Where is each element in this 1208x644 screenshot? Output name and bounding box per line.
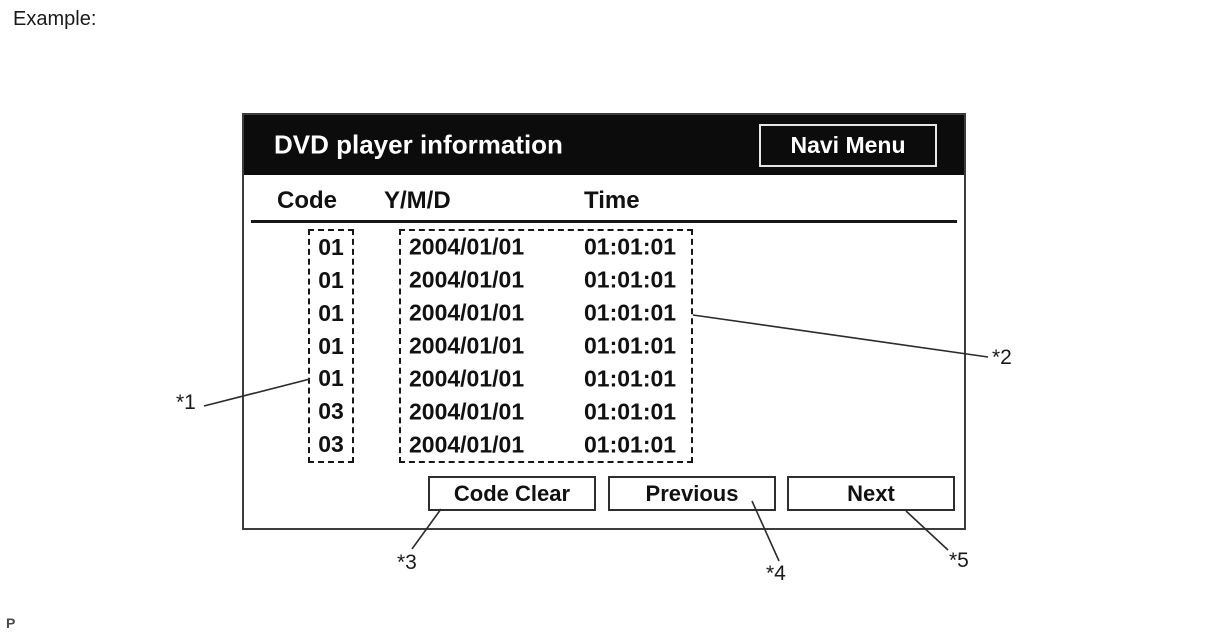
column-header-ymd: Y/M/D — [384, 187, 451, 214]
next-button[interactable]: Next — [787, 476, 955, 511]
date-value: 2004/01/01 — [409, 332, 525, 359]
date-value: 2004/01/01 — [409, 233, 525, 260]
screen-body: Code Y/M/D Time 01 01 01 01 01 03 03 200… — [244, 175, 964, 528]
code-value: 01 — [318, 365, 344, 392]
time-value: 01:01:01 — [584, 299, 677, 326]
callout-label-2: *2 — [992, 346, 1012, 369]
callout-label-5: *5 — [949, 549, 969, 572]
table-row: 2004/01/01 01:01:01 — [401, 231, 691, 264]
time-value: 01:01:01 — [584, 233, 677, 260]
table-row: 2004/01/01 01:01:01 — [401, 362, 691, 395]
code-value: 03 — [318, 431, 344, 458]
code-value: 03 — [318, 398, 344, 425]
column-header-time: Time — [584, 187, 640, 214]
table-row: 2004/01/01 01:01:01 — [401, 330, 691, 363]
code-value: 01 — [318, 299, 344, 326]
table-row: 2004/01/01 01:01:01 — [401, 428, 691, 461]
code-value: 01 — [318, 233, 344, 260]
table-row: 2004/01/01 01:01:01 — [401, 395, 691, 428]
time-value: 01:01:01 — [584, 398, 677, 425]
code-value: 01 — [318, 332, 344, 359]
code-value: 01 — [318, 266, 344, 293]
table-row: 2004/01/01 01:01:01 — [401, 297, 691, 330]
callout-label-3: *3 — [397, 551, 417, 574]
datetime-column-dashed-box: 2004/01/01 01:01:01 2004/01/01 01:01:01 … — [399, 229, 693, 463]
example-label: Example: — [13, 8, 97, 30]
time-value: 01:01:01 — [584, 266, 677, 293]
code-column-dashed-box: 01 01 01 01 01 03 03 — [308, 229, 354, 463]
code-clear-button[interactable]: Code Clear — [428, 476, 596, 511]
screen-title: DVD player information — [274, 129, 563, 160]
time-value: 01:01:01 — [584, 431, 677, 458]
date-value: 2004/01/01 — [409, 398, 525, 425]
callout-label-1: *1 — [176, 391, 196, 414]
previous-button[interactable]: Previous — [608, 476, 776, 511]
header-divider — [251, 220, 957, 223]
date-value: 2004/01/01 — [409, 266, 525, 293]
time-value: 01:01:01 — [584, 365, 677, 392]
date-value: 2004/01/01 — [409, 365, 525, 392]
title-bar: DVD player information Navi Menu — [244, 115, 964, 175]
column-header-code: Code — [277, 187, 337, 214]
dvd-player-information-screen: DVD player information Navi Menu Code Y/… — [242, 113, 966, 530]
table-row: 2004/01/01 01:01:01 — [401, 264, 691, 297]
date-value: 2004/01/01 — [409, 431, 525, 458]
time-value: 01:01:01 — [584, 332, 677, 359]
navi-menu-button[interactable]: Navi Menu — [759, 124, 937, 167]
callout-label-4: *4 — [766, 562, 786, 585]
date-value: 2004/01/01 — [409, 299, 525, 326]
page-footer-text: P — [6, 615, 16, 631]
